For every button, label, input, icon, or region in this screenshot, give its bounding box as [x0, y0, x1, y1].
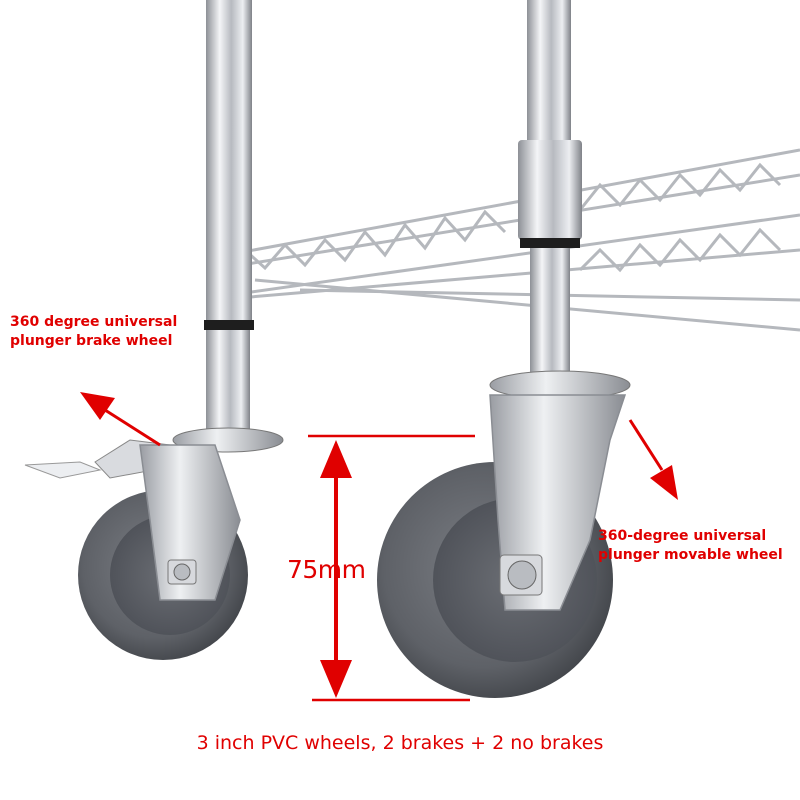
brake-wheel-label-line1: 360 degree universal: [10, 314, 178, 330]
right-post: [518, 0, 582, 380]
movable-wheel-label-line1: 360-degree universal: [598, 528, 767, 544]
arrow-head-movable: [650, 465, 678, 500]
dimension-arrow-bottom: [320, 660, 352, 698]
wire-shelf: [209, 148, 800, 332]
caption: 3 inch PVC wheels, 2 brakes + 2 no brake…: [196, 732, 604, 754]
annotations: [80, 392, 678, 702]
dimension-arrow-top: [320, 440, 352, 478]
movable-caster: [377, 370, 631, 698]
left-post: [204, 0, 254, 435]
movable-wheel-label-line2: plunger movable wheel: [598, 546, 783, 563]
brake-wheel-label: 360 degree universal plunger brake wheel: [10, 313, 177, 351]
brake-wheel-label-line2: plunger brake wheel: [10, 332, 173, 349]
movable-wheel-label: 360-degree universal plunger movable whe…: [598, 527, 783, 565]
dimension-label: 75mm: [287, 555, 366, 584]
brake-caster: [24, 427, 284, 660]
arrow-head-brake: [80, 392, 115, 420]
